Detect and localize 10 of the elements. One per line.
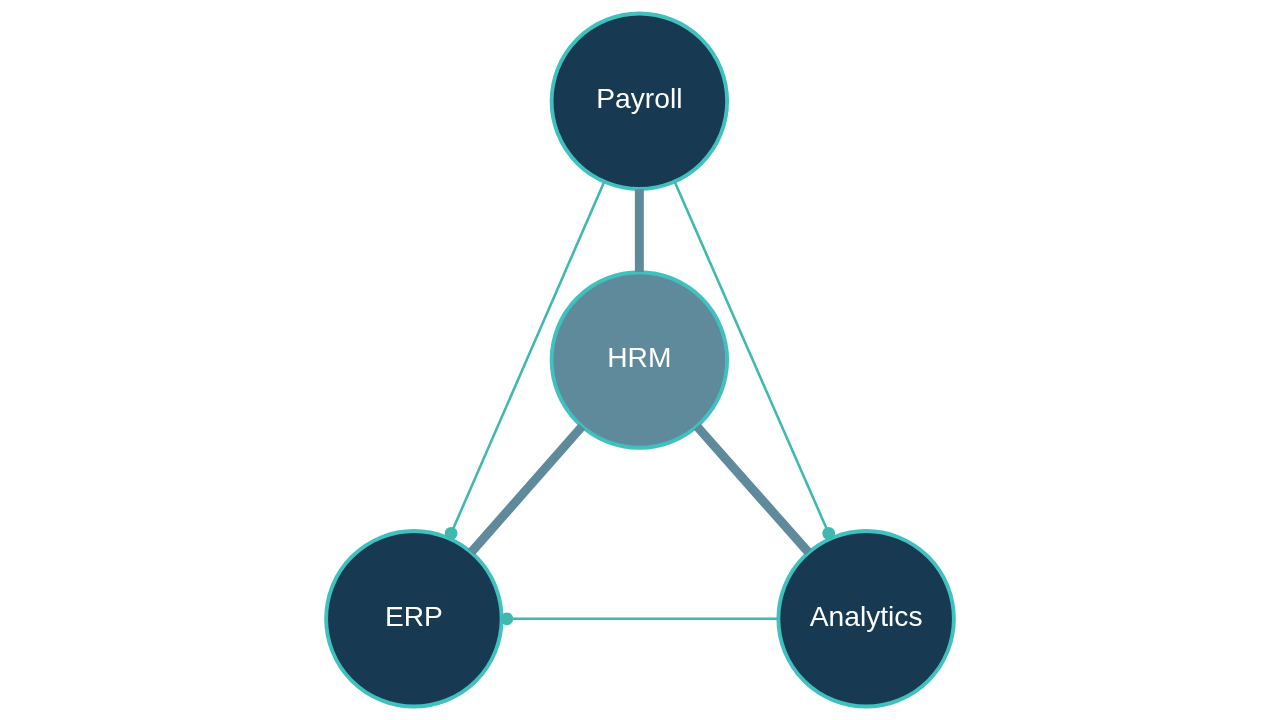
connector bbox=[634, 189, 644, 273]
connector bbox=[500, 612, 779, 626]
connector bbox=[693, 423, 812, 556]
node-circle: ERP bbox=[324, 529, 504, 709]
node-circle: HRM bbox=[549, 270, 730, 450]
connector bbox=[444, 181, 606, 540]
connector bbox=[467, 423, 586, 556]
connector bbox=[673, 181, 836, 540]
node-circle: Analytics bbox=[776, 529, 956, 709]
node-circle: Payroll bbox=[549, 11, 730, 191]
